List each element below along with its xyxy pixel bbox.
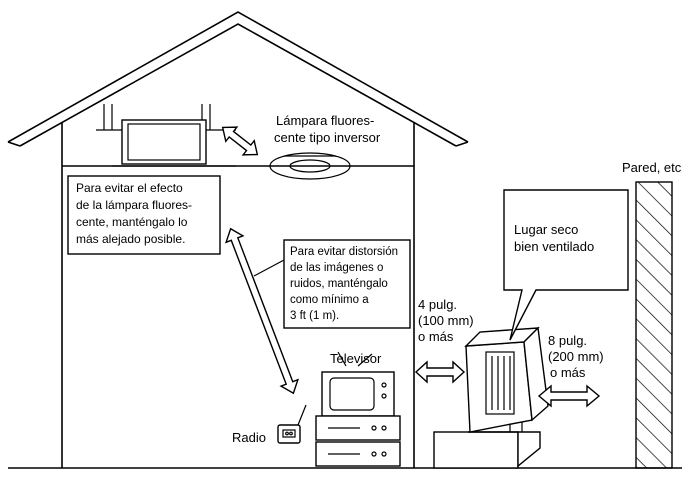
television [315, 351, 401, 467]
lamp-label: Lámpara fluores- cente tipo inversor [274, 113, 381, 145]
back-clearance-arrow [537, 384, 601, 408]
dry-place-callout: Lugar seco bien ventilado [503, 189, 629, 341]
indoor-unit [96, 104, 236, 167]
lamp-distance-arrow [221, 126, 259, 156]
fluorescent-lamp [269, 152, 351, 180]
svg-text:Para evitar distorsión d: Para evitar distorsión de las imágenes o… [290, 246, 401, 322]
tv-note-box: Para evitar distorsión de las imágenes o… [253, 239, 411, 329]
wall [635, 181, 673, 469]
house [7, 11, 469, 468]
wall-label: Pared, etc [622, 160, 682, 175]
tv-distance-arrow [224, 227, 300, 395]
lamp-note-box: Para evitar el efecto de la lámpara fluo… [67, 175, 221, 255]
outdoor-unit [433, 326, 549, 469]
radio-label: Radio [232, 430, 266, 445]
svg-text:Lugar seco bien ventilad: Lugar seco bien ventilado [514, 222, 594, 254]
svg-text:Para evitar el efecto de: Para evitar el efecto de la lámpara fluo… [76, 181, 195, 246]
back-clearance-label: 8 pulg. (200 mm) o más [548, 333, 607, 380]
front-clearance-label: 4 pulg. (100 mm) o más [418, 297, 477, 344]
tv-label: Televisor [330, 351, 382, 366]
radio [277, 404, 307, 444]
front-clearance-arrow [414, 360, 466, 384]
